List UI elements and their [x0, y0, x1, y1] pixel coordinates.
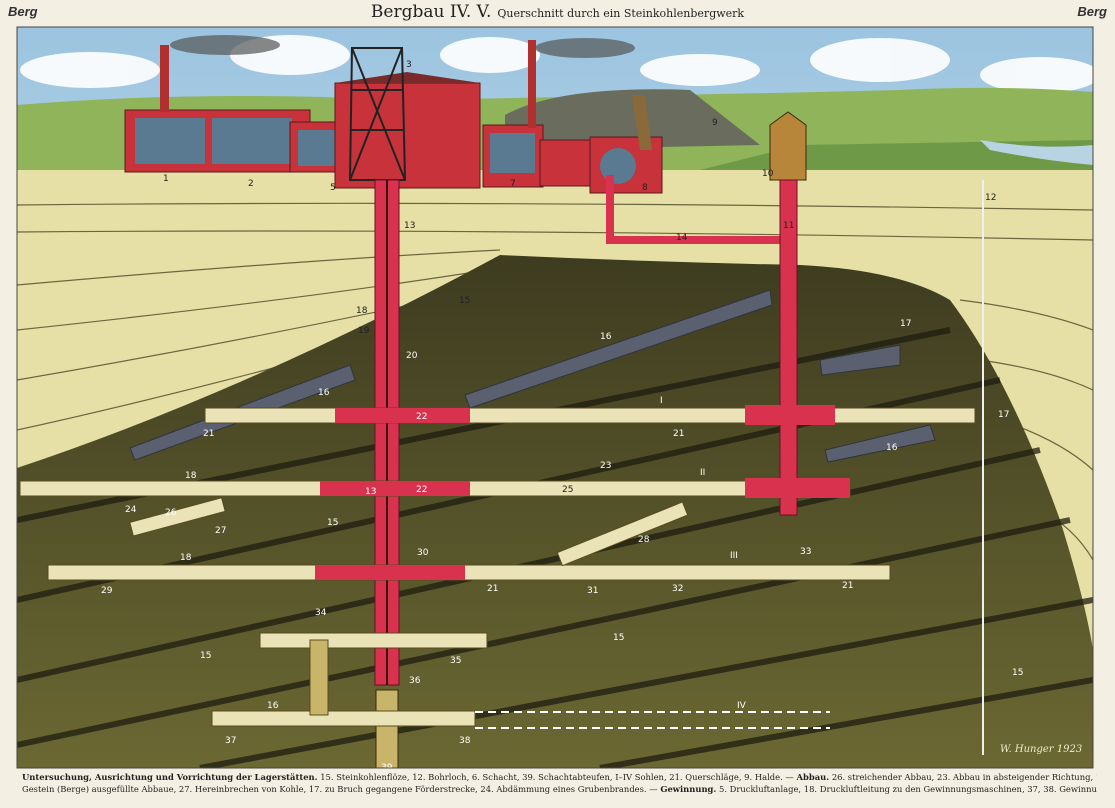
page-header: Berg Bergbau IV. V. Querschnitt durch ein…	[0, 0, 1115, 26]
callout: 13	[365, 487, 376, 497]
callout: 22	[416, 412, 427, 422]
pressure-pipe	[606, 175, 780, 244]
callout: 16	[600, 332, 612, 342]
title-main: Bergbau IV. V.	[370, 2, 492, 22]
callout: 29	[101, 586, 113, 596]
callout: 18	[356, 306, 368, 316]
smoke	[535, 38, 635, 58]
shaft-sinking	[375, 689, 399, 768]
air-shaft	[779, 179, 798, 516]
callout: 26	[165, 508, 177, 518]
caption-text: 5. Druckluftanlage, 18. Druckluftleitung…	[718, 784, 1097, 794]
corner-label-right: Berg	[1077, 4, 1107, 19]
callout: 7	[510, 179, 516, 189]
callout: 27	[215, 526, 226, 536]
callout: 16	[318, 388, 330, 398]
callout: 33	[800, 547, 811, 557]
callout: 15	[1012, 668, 1023, 678]
clouds	[20, 35, 1093, 93]
callout: 5	[330, 183, 336, 193]
callout: 25	[562, 485, 573, 495]
callout: 32	[672, 584, 683, 594]
shaft-landings	[315, 405, 850, 580]
callout: 2	[248, 179, 254, 189]
callout: 20	[406, 351, 418, 361]
callout: IV	[737, 701, 747, 711]
callout: 12	[985, 193, 996, 203]
callout: II	[700, 468, 705, 478]
river	[980, 140, 1093, 165]
callout: 14	[676, 233, 688, 243]
caption-heading: Gewinnung.	[660, 784, 717, 794]
callout-labels: 1 2 3 5 7 8 9 10 11 12 13 14 15 16 17 18…	[101, 60, 1023, 773]
callout: 19	[358, 326, 370, 336]
callout: 38	[459, 736, 471, 746]
callout: 15	[613, 633, 624, 643]
callout: 1	[163, 174, 169, 184]
page-title: Bergbau IV. V. Querschnitt durch ein Stei…	[0, 2, 1115, 22]
callout: 21	[673, 429, 684, 439]
callout: 22	[416, 485, 427, 495]
caption-heading: Abbau.	[796, 772, 830, 782]
caption-line-2: Gestein (Berge) ausgefüllte Abbaue, 27. …	[22, 783, 1097, 795]
callout: 28	[638, 535, 650, 545]
callout: 37	[225, 736, 236, 746]
chimney	[160, 45, 169, 112]
callout: 9	[712, 118, 718, 128]
callout: 18	[185, 471, 197, 481]
callout: 8	[642, 183, 648, 193]
callout: 15	[459, 296, 470, 306]
callout: 21	[487, 584, 498, 594]
surface-buildings	[124, 40, 663, 194]
callout: 23	[600, 461, 611, 471]
title-subtitle: Querschnitt durch ein Steinkohlenbergwer…	[497, 7, 745, 20]
headframe	[348, 47, 407, 181]
level-IV	[211, 710, 476, 727]
callout: I	[660, 396, 663, 406]
callout: 31	[587, 586, 598, 596]
callout: 15	[327, 518, 338, 528]
illustration-frame	[16, 26, 1094, 769]
callout: 17	[998, 410, 1009, 420]
corner-label-left: Berg	[8, 4, 38, 19]
callout: 3	[406, 60, 412, 70]
caption-text: Gestein (Berge) ausgefüllte Abbaue, 27. …	[22, 784, 658, 794]
callout: 35	[450, 656, 461, 666]
callout: 16	[886, 443, 898, 453]
callout: 21	[842, 581, 853, 591]
spoil-heap	[505, 89, 760, 150]
callout: 18	[180, 553, 192, 563]
caption-text: 26. streichender Abbau, 23. Abbau in abs…	[831, 772, 1097, 782]
smoke	[170, 35, 280, 55]
callout: 39	[381, 763, 393, 773]
callout: 11	[783, 221, 794, 231]
level-I	[204, 407, 976, 424]
callout: III	[730, 551, 738, 561]
caption-text: 15. Steinkohlenflöze, 12. Bohrloch, 6. S…	[320, 772, 794, 782]
callout: 21	[203, 429, 214, 439]
caption-heading: Untersuchung, Ausrichtung und Vorrichtun…	[22, 772, 318, 782]
callout: 36	[409, 676, 421, 686]
caption-line-1: Untersuchung, Ausrichtung und Vorrichtun…	[22, 771, 1097, 783]
callout: 30	[417, 548, 429, 558]
chimney	[528, 40, 536, 128]
level-sub	[259, 632, 488, 649]
callout: 13	[404, 221, 415, 231]
ventilation-tower	[769, 111, 807, 181]
callout: 16	[267, 701, 279, 711]
callout: 34	[315, 608, 327, 618]
artist-signature: W. Hunger 1923	[1000, 744, 1082, 755]
caption: Untersuchung, Ausrichtung und Vorrichtun…	[22, 771, 1097, 795]
level-III	[47, 564, 891, 581]
callout: 24	[125, 505, 137, 515]
callout: 17	[900, 319, 911, 329]
callout: 10	[762, 169, 774, 179]
planned-level	[475, 711, 830, 729]
callout: 15	[200, 651, 211, 661]
